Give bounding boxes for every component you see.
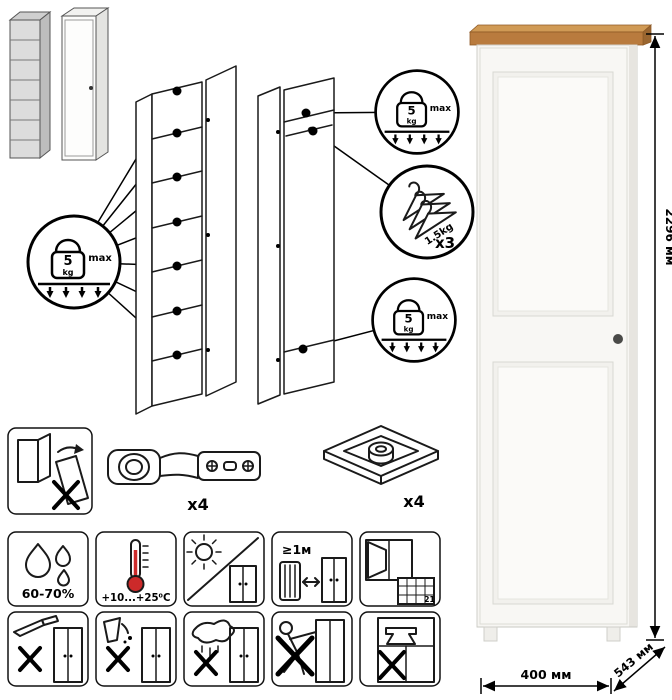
no-wet-cleaning-icon bbox=[183, 611, 265, 687]
open-door bbox=[257, 86, 281, 405]
bottom-shelf-load-badge: 5 kg max bbox=[371, 277, 457, 363]
rod-count: x3 bbox=[435, 234, 455, 252]
down-arrows-icon bbox=[389, 342, 439, 353]
load-max: max bbox=[88, 253, 112, 264]
open-door bbox=[205, 65, 237, 397]
hinge-icon bbox=[107, 449, 261, 485]
door-knob bbox=[613, 334, 623, 344]
humidity-label: 60-70% bbox=[22, 586, 75, 601]
down-arrows-icon bbox=[46, 287, 102, 298]
depth-dimension: 543 мм bbox=[611, 640, 666, 692]
top-shelf-load-badge: 5 kg max bbox=[374, 69, 460, 155]
humidity-icon: 60-70% bbox=[7, 531, 89, 607]
down-arrows-icon bbox=[392, 134, 442, 145]
anti-tip-warning-icon bbox=[7, 427, 93, 515]
load-unit: kg bbox=[407, 117, 417, 126]
vent-day-label: 21 bbox=[424, 595, 434, 604]
ventilation-icon: 21 bbox=[359, 531, 441, 607]
foot-count-label: x4 bbox=[403, 492, 424, 511]
no-pushing-icon bbox=[271, 611, 353, 687]
load-value: 5 bbox=[63, 254, 72, 269]
distance-icon: ≥1м bbox=[271, 531, 353, 607]
product-render bbox=[468, 24, 653, 642]
shelf-load-badge: 5 kg max bbox=[26, 214, 122, 310]
foot bbox=[483, 626, 498, 642]
anvil-icon bbox=[385, 627, 417, 645]
weight-icon bbox=[54, 238, 82, 253]
height-dimension: 2296 мм bbox=[646, 33, 672, 641]
wood-top bbox=[469, 31, 644, 46]
no-heavy-load-icon bbox=[359, 611, 441, 687]
temperature-icon: +10...+25⁰C bbox=[95, 531, 177, 607]
load-max: max bbox=[430, 104, 451, 114]
cabinet-thumbnail bbox=[60, 7, 110, 161]
load-unit: kg bbox=[62, 268, 73, 277]
no-sharp-tools-icon bbox=[7, 611, 89, 687]
hinge-count-label: x4 bbox=[187, 495, 208, 514]
sunlight-icon bbox=[183, 531, 265, 607]
carcass-thumbnail bbox=[8, 10, 52, 160]
height-label: 2296 мм bbox=[663, 208, 672, 265]
load-value: 5 bbox=[408, 104, 416, 118]
no-liquids-icon bbox=[95, 611, 177, 687]
thumbnail-knob bbox=[89, 86, 93, 90]
min-distance-label: ≥1м bbox=[282, 542, 311, 557]
temperature-label: +10...+25⁰C bbox=[102, 593, 171, 604]
load-value: 5 bbox=[405, 312, 413, 326]
width-dimension: 400 мм bbox=[480, 667, 612, 694]
load-unit: kg bbox=[404, 325, 414, 334]
width-label: 400 мм bbox=[521, 667, 572, 682]
shelf-points bbox=[172, 86, 182, 360]
foot bbox=[606, 626, 621, 642]
load-max: max bbox=[427, 312, 448, 322]
wardrobe-open-diagram bbox=[257, 77, 428, 405]
hanger-load-badge: 1.5kg x3 bbox=[379, 164, 475, 260]
foot-fitting-icon bbox=[323, 425, 439, 485]
